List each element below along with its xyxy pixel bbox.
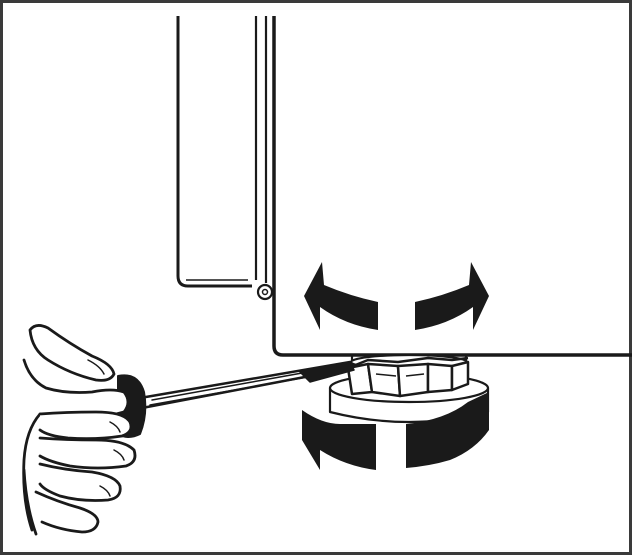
hand-finger-1 [40,412,131,439]
nut-face-mid-right [398,364,428,396]
nut-face-right [428,364,452,392]
hand-finger-2 [40,438,135,468]
nut-face-mid-left [368,364,400,396]
hinge-pin [258,285,272,299]
nut-face-far-right [452,362,468,390]
